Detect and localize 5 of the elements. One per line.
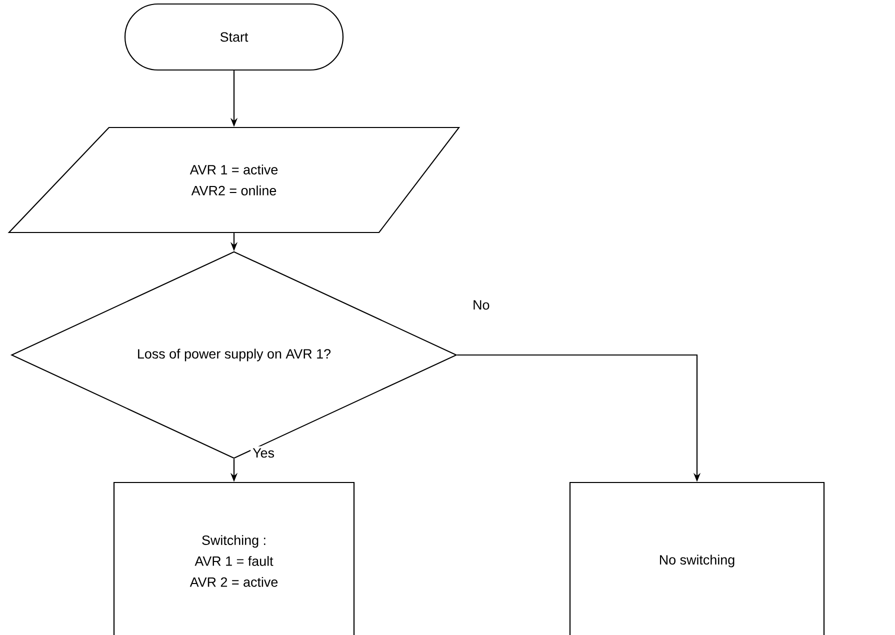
start-terminal: Start: [124, 3, 344, 71]
edge-label: Yes: [250, 446, 276, 460]
process-box: Switching : AVR 1 = fault AVR 2 = active: [113, 482, 355, 635]
process-box: No switching: [569, 482, 825, 635]
edge-label: No: [470, 298, 492, 312]
